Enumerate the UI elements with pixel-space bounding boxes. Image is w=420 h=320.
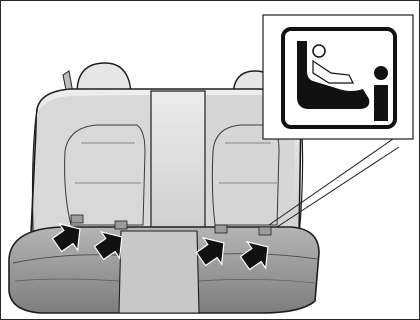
isofix-anchor-left-outer xyxy=(71,215,83,223)
isofix-anchor-left-inner xyxy=(115,221,127,229)
info-i-glyph xyxy=(374,66,388,121)
isofix-callout xyxy=(263,15,413,139)
isofix-anchor-right-inner xyxy=(215,225,227,233)
isofix-anchor-right-outer xyxy=(259,227,271,235)
